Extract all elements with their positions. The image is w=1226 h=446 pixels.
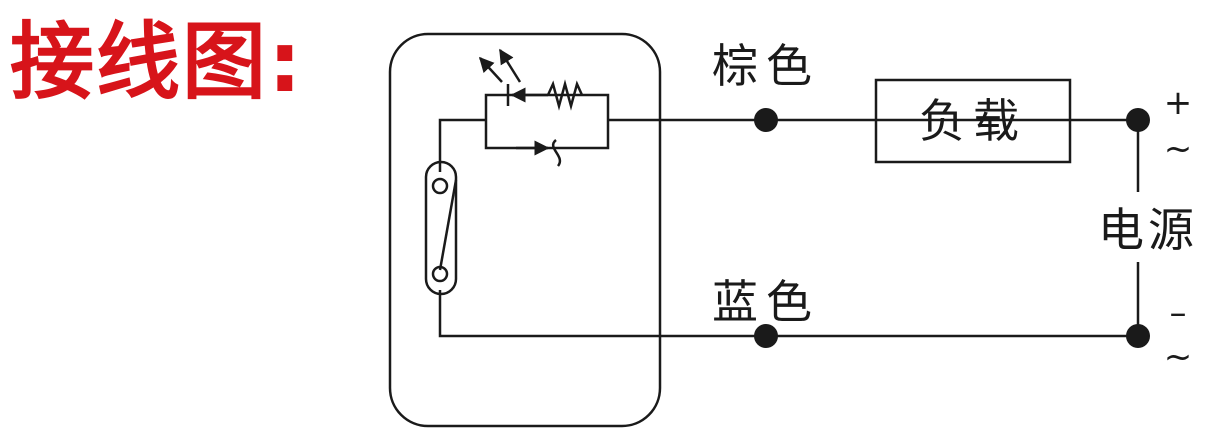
load-label: 负载 xyxy=(919,94,1027,148)
indicator-network xyxy=(484,93,610,150)
ac-symbol-top: ~ xyxy=(1164,129,1193,169)
light-emission-arrow-1 xyxy=(478,56,503,83)
power-terminal-negative xyxy=(1126,324,1150,348)
brown-wire-terminal xyxy=(754,108,778,132)
power-source-label: 电源 xyxy=(1098,203,1198,257)
minus-symbol: – xyxy=(1170,293,1187,333)
load-box xyxy=(874,78,1072,164)
sensor-housing xyxy=(388,32,662,428)
ac-symbol-bottom: ~ xyxy=(1164,337,1193,377)
light-emission-arrow-2 xyxy=(498,48,522,83)
diode-mark xyxy=(551,139,562,167)
brown-wire-label: 棕色 xyxy=(712,39,820,93)
plus-symbol: + xyxy=(1164,83,1193,123)
reed-blade xyxy=(438,179,458,271)
power-terminal-positive xyxy=(1126,108,1150,132)
blue-wire-label: 蓝色 xyxy=(712,275,820,329)
diagram-title: 接线图: xyxy=(10,13,304,111)
internal-wire-top xyxy=(438,118,486,172)
reed-contact-top xyxy=(431,177,449,195)
reed-switch-capsule xyxy=(424,160,458,296)
blue-wire-terminal xyxy=(754,324,778,348)
resistor-zigzag xyxy=(546,79,584,111)
blue-wire xyxy=(438,290,1138,338)
